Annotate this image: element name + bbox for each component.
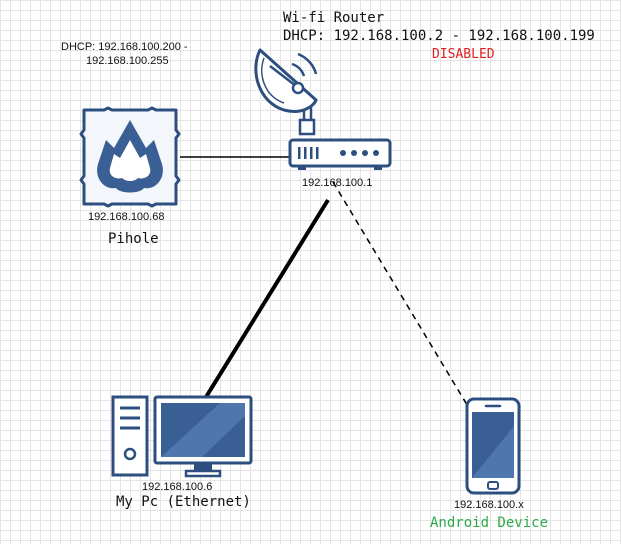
pihole-icon: [79, 106, 181, 208]
pihole-dhcp-line2: 192.168.100.255: [86, 55, 169, 67]
link-router-pc: [204, 198, 330, 399]
pihole-name: Pihole: [108, 231, 159, 247]
android-name: Android Device: [430, 515, 549, 531]
desktop-pc-icon: [111, 395, 253, 478]
pc-ip: 192.168.100.6: [142, 481, 213, 493]
router-icon: [288, 138, 392, 170]
pihole-ip: 192.168.100.68: [88, 211, 165, 223]
router-ip: 192.168.100.1: [302, 177, 373, 189]
smartphone-icon: [465, 397, 521, 495]
router-dhcp-status: DISABLED: [432, 47, 495, 62]
satellite-dish-icon: [254, 48, 318, 136]
pihole-dhcp-line1: DHCP: 192.168.100.200 -: [61, 41, 188, 53]
pc-name: My Pc (Ethernet): [116, 494, 251, 510]
router-title: Wi-fi Router: [283, 10, 385, 26]
router-dhcp-range: DHCP: 192.168.100.2 - 192.168.100.199: [283, 28, 595, 44]
android-ip: 192.168.100.x: [454, 499, 524, 511]
